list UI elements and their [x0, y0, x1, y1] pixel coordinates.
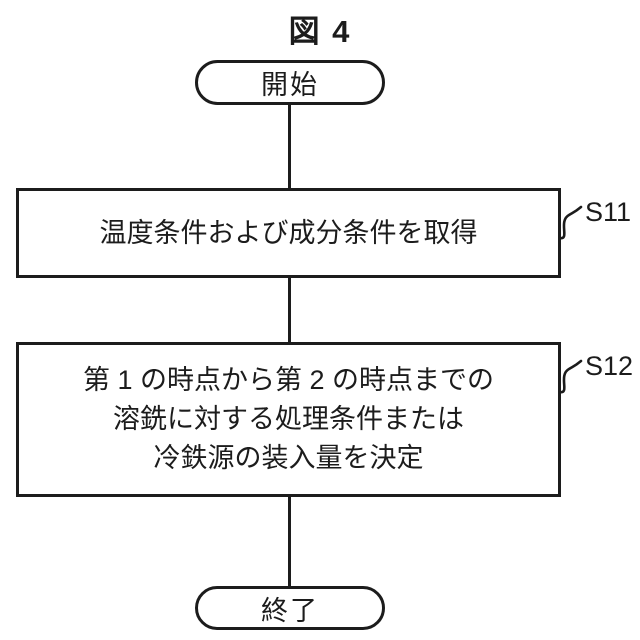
end-terminal: 終了	[195, 586, 385, 630]
leader-squiggle-icon-s12	[557, 357, 585, 395]
process-s11-text: 温度条件および成分条件を取得	[99, 217, 478, 248]
process-box-s12: 第 1 の時点から第 2 の時点までの 溶銑に対する処理条件または 冷鉄源の装入…	[16, 342, 561, 497]
step-label-s12: S12	[585, 351, 634, 381]
start-terminal-label: 開始	[261, 70, 319, 100]
connector-line-s12-to-end	[288, 495, 291, 588]
process-s12-text-line2: 溶銑に対する処理条件または	[113, 404, 464, 434]
figure-title: 図 4	[288, 14, 352, 49]
end-terminal-label: 終了	[261, 595, 319, 626]
process-s12-text-line3: 冷鉄源の装入量を決定	[153, 443, 424, 473]
connector-line-s11-to-s12	[288, 276, 291, 344]
process-s12-text-line1: 第 1 の時点から第 2 の時点までの	[82, 365, 495, 395]
start-terminal: 開始	[195, 60, 385, 105]
connector-line-start-to-s11	[288, 104, 291, 190]
step-label-s11: S11	[585, 197, 632, 227]
process-box-s11: 温度条件および成分条件を取得	[16, 188, 561, 278]
leader-squiggle-icon-s11	[557, 203, 585, 241]
